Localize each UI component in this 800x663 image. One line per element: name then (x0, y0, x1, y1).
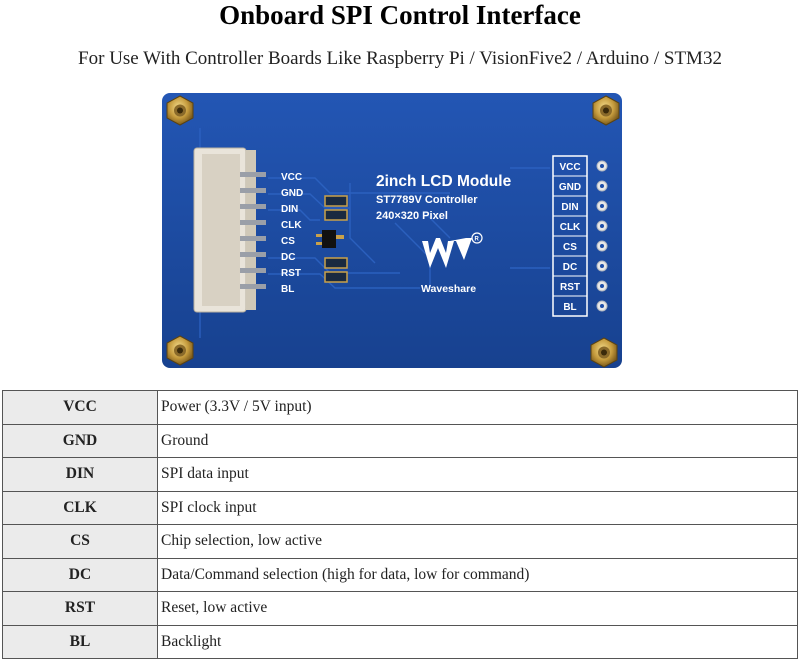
mount-nut-top-right (592, 95, 620, 126)
pin-description-cell: SPI data input (157, 457, 798, 492)
left-pin-labels: VCC GND DIN CLK CS DC RST BL (281, 172, 303, 295)
brand-name: Waveshare (421, 283, 476, 295)
pin-name-cell: VCC (2, 390, 158, 425)
lcd-module-board: VCC GND DIN CLK CS DC RST BL 2inch LCD M… (150, 88, 640, 380)
page-subtitle: For Use With Controller Boards Like Rasp… (78, 48, 722, 69)
table-row: RST Reset, low active (2, 591, 798, 626)
right-pin-panel: VCC GND DIN CLK CS DC RST BL (552, 155, 608, 317)
mount-nut-bottom-right (590, 337, 618, 368)
board-illustration: VCC GND DIN CLK CS DC RST BL 2inch LCD M… (162, 93, 622, 368)
left-pin-label: VCC (281, 172, 302, 183)
right-pin-label: DIN (561, 202, 578, 213)
svg-text:R: R (475, 237, 480, 243)
table-row: DIN SPI data input (2, 457, 798, 492)
left-pin-label: BL (281, 284, 294, 295)
mount-nut-top-left (166, 95, 194, 126)
smd-components (316, 195, 348, 283)
right-pin-label: GND (559, 182, 581, 193)
pin-name-cell: CS (2, 524, 158, 559)
module-silkscreen: 2inch LCD Module ST7789V Controller 240×… (376, 173, 512, 222)
table-row: CLK SPI clock input (2, 490, 798, 525)
left-pin-label: CS (281, 236, 295, 247)
left-pin-label: RST (281, 268, 301, 279)
left-pin-label: CLK (281, 220, 302, 231)
right-pin-label: VCC (559, 162, 580, 173)
pin-name-cell: GND (2, 423, 158, 458)
pin-description-cell: Ground (157, 423, 798, 458)
table-row: CS Chip selection, low active (2, 524, 798, 559)
right-pin-label: BL (563, 302, 576, 313)
right-pin-label: CLK (560, 222, 581, 233)
pcb (162, 93, 622, 368)
left-pin-label: DC (281, 252, 295, 263)
module-controller: ST7789V Controller (376, 194, 478, 206)
pin-name-cell: BL (2, 624, 158, 659)
left-pin-label: DIN (281, 204, 298, 215)
page-title: Onboard SPI Control Interface (219, 0, 581, 30)
pin-description-cell: Reset, low active (157, 591, 798, 626)
pin-name-cell: CLK (2, 490, 158, 525)
mount-nut-bottom-left (166, 335, 194, 366)
table-row: BL Backlight (2, 624, 798, 659)
pin-name-cell: DC (2, 557, 158, 592)
right-pin-label: DC (563, 262, 577, 273)
pin-description-table: VCC Power (3.3V / 5V input) GND Ground D… (2, 390, 798, 659)
pin-description-cell: Data/Command selection (high for data, l… (157, 557, 798, 592)
pin-description-cell: SPI clock input (157, 490, 798, 525)
pin-description-cell: Power (3.3V / 5V input) (157, 390, 798, 425)
table-row: VCC Power (3.3V / 5V input) (2, 390, 798, 425)
pin-description-cell: Backlight (157, 624, 798, 659)
module-resolution: 240×320 Pixel (376, 210, 448, 222)
pin-header-connector (193, 147, 266, 313)
pin-description-cell: Chip selection, low active (157, 524, 798, 559)
pin-name-cell: RST (2, 591, 158, 626)
right-pin-label: RST (560, 282, 580, 293)
table-row: DC Data/Command selection (high for data… (2, 557, 798, 592)
right-pin-label: CS (563, 242, 577, 253)
table-row: GND Ground (2, 423, 798, 458)
pin-name-cell: DIN (2, 457, 158, 492)
left-pin-label: GND (281, 188, 303, 199)
waveshare-logo: R Waveshare (421, 232, 483, 295)
module-title: 2inch LCD Module (376, 173, 512, 190)
